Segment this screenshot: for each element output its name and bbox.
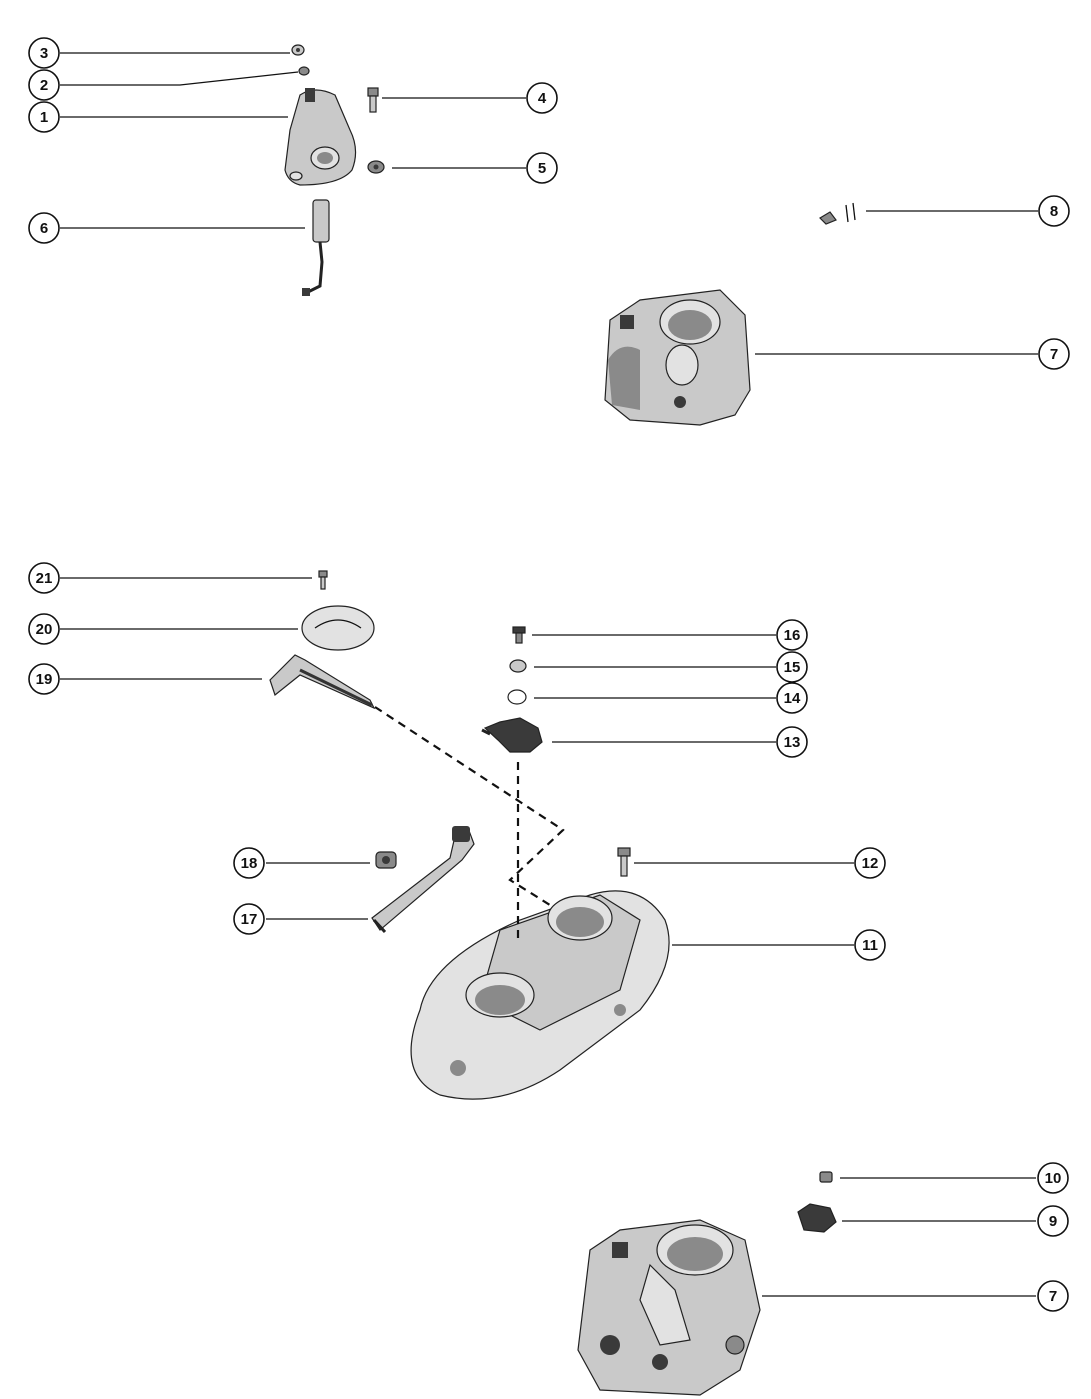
leader-lines: [60, 52, 1038, 1297]
callout-number: 10: [1045, 1170, 1062, 1187]
part-19-linkage-rod: [269, 654, 376, 710]
callout-circle: [776, 651, 808, 683]
callout-circle: [233, 847, 265, 879]
callout-number: 11: [862, 937, 878, 954]
callout-number: 21: [36, 570, 53, 587]
callout-c16: 16: [776, 619, 808, 651]
callout-circle: [526, 82, 558, 114]
callout-c7b: 7: [1037, 1280, 1069, 1312]
callout-number: 3: [40, 45, 48, 62]
callout-number: 12: [862, 855, 879, 872]
part-11-base-plate: [410, 890, 670, 1100]
callout-c11: 11: [854, 929, 886, 961]
part-8-clip: [819, 202, 856, 225]
callout-number: 13: [784, 734, 801, 751]
callout-c8: 8: [1038, 195, 1070, 227]
callout-c20: 20: [28, 613, 60, 645]
callout-c19: 19: [28, 663, 60, 695]
callout-circle: [28, 613, 60, 645]
callout-c10: 10: [1037, 1162, 1069, 1194]
callout-circle: [28, 101, 60, 133]
part-16-screw: [512, 626, 526, 644]
assembly-dashed-lines: [374, 706, 565, 940]
callout-number: 8: [1050, 203, 1058, 220]
callout-number: 18: [241, 855, 258, 872]
part-10-nut: [819, 1171, 833, 1183]
callout-number: 7: [1049, 1288, 1057, 1305]
part-3-nut: [291, 44, 305, 56]
callout-c3: 3: [28, 37, 60, 69]
callout-number: 20: [36, 621, 53, 638]
callout-number: 14: [784, 690, 801, 707]
callout-c5: 5: [526, 152, 558, 184]
callout-c2: 2: [28, 69, 60, 101]
callout-number: 6: [40, 220, 48, 237]
callout-circle: [1037, 1205, 1069, 1237]
callout-circle: [1037, 1162, 1069, 1194]
callout-circle: [776, 619, 808, 651]
callout-c14: 14: [776, 682, 808, 714]
part-18-fitting: [375, 851, 397, 869]
part-2-washer: [298, 66, 310, 76]
callout-number: 15: [784, 659, 801, 676]
part-13-lever: [481, 717, 543, 753]
callout-circle: [1037, 1280, 1069, 1312]
callout-c6: 6: [28, 212, 60, 244]
callout-circle: [233, 903, 265, 935]
callout-c15: 15: [776, 651, 808, 683]
callout-circle: [1038, 195, 1070, 227]
callout-c9: 9: [1037, 1205, 1069, 1237]
callout-number: 9: [1049, 1213, 1057, 1230]
callout-c1: 1: [28, 101, 60, 133]
callout-number: 19: [36, 671, 53, 688]
callout-circle: [28, 663, 60, 695]
part-4-screw: [367, 87, 379, 113]
callout-circle: [28, 69, 60, 101]
callout-circle: [526, 152, 558, 184]
callout-c17: 17: [233, 903, 265, 935]
part-1-housing: [284, 88, 357, 186]
callout-c18: 18: [233, 847, 265, 879]
callout-number: 4: [538, 90, 547, 107]
callout-c7a: 7: [1038, 338, 1070, 370]
part-7-carburetor-body-bottom: [577, 1219, 761, 1396]
callout-circle: [854, 847, 886, 879]
callout-circle: [28, 562, 60, 594]
part-14-ring: [507, 689, 527, 705]
callout-c4: 4: [526, 82, 558, 114]
callout-c12: 12: [854, 847, 886, 879]
callout-c13: 13: [776, 726, 808, 758]
callout-number: 2: [40, 77, 48, 94]
callout-number: 16: [784, 627, 801, 644]
callout-number: 7: [1050, 346, 1058, 363]
part-21-screw: [318, 570, 328, 590]
part-5-nut: [367, 160, 385, 174]
part-20-cover-disc: [301, 605, 375, 651]
part-9-block: [797, 1203, 837, 1233]
callout-number: 17: [241, 911, 258, 928]
callout-circle: [854, 929, 886, 961]
callout-circle: [776, 726, 808, 758]
part-12-screw: [617, 847, 631, 877]
callout-circle: [28, 37, 60, 69]
callout-circle: [1038, 338, 1070, 370]
part-6-float-rod: [302, 199, 330, 296]
part-17-throttle-arm: [371, 826, 475, 934]
callout-number: 5: [538, 160, 546, 177]
part-7-carburetor-body-top: [604, 289, 751, 426]
callout-circle: [776, 682, 808, 714]
callout-number: 1: [40, 109, 48, 126]
part-15-washer: [509, 659, 527, 673]
callout-c21: 21: [28, 562, 60, 594]
callout-circle: [28, 212, 60, 244]
